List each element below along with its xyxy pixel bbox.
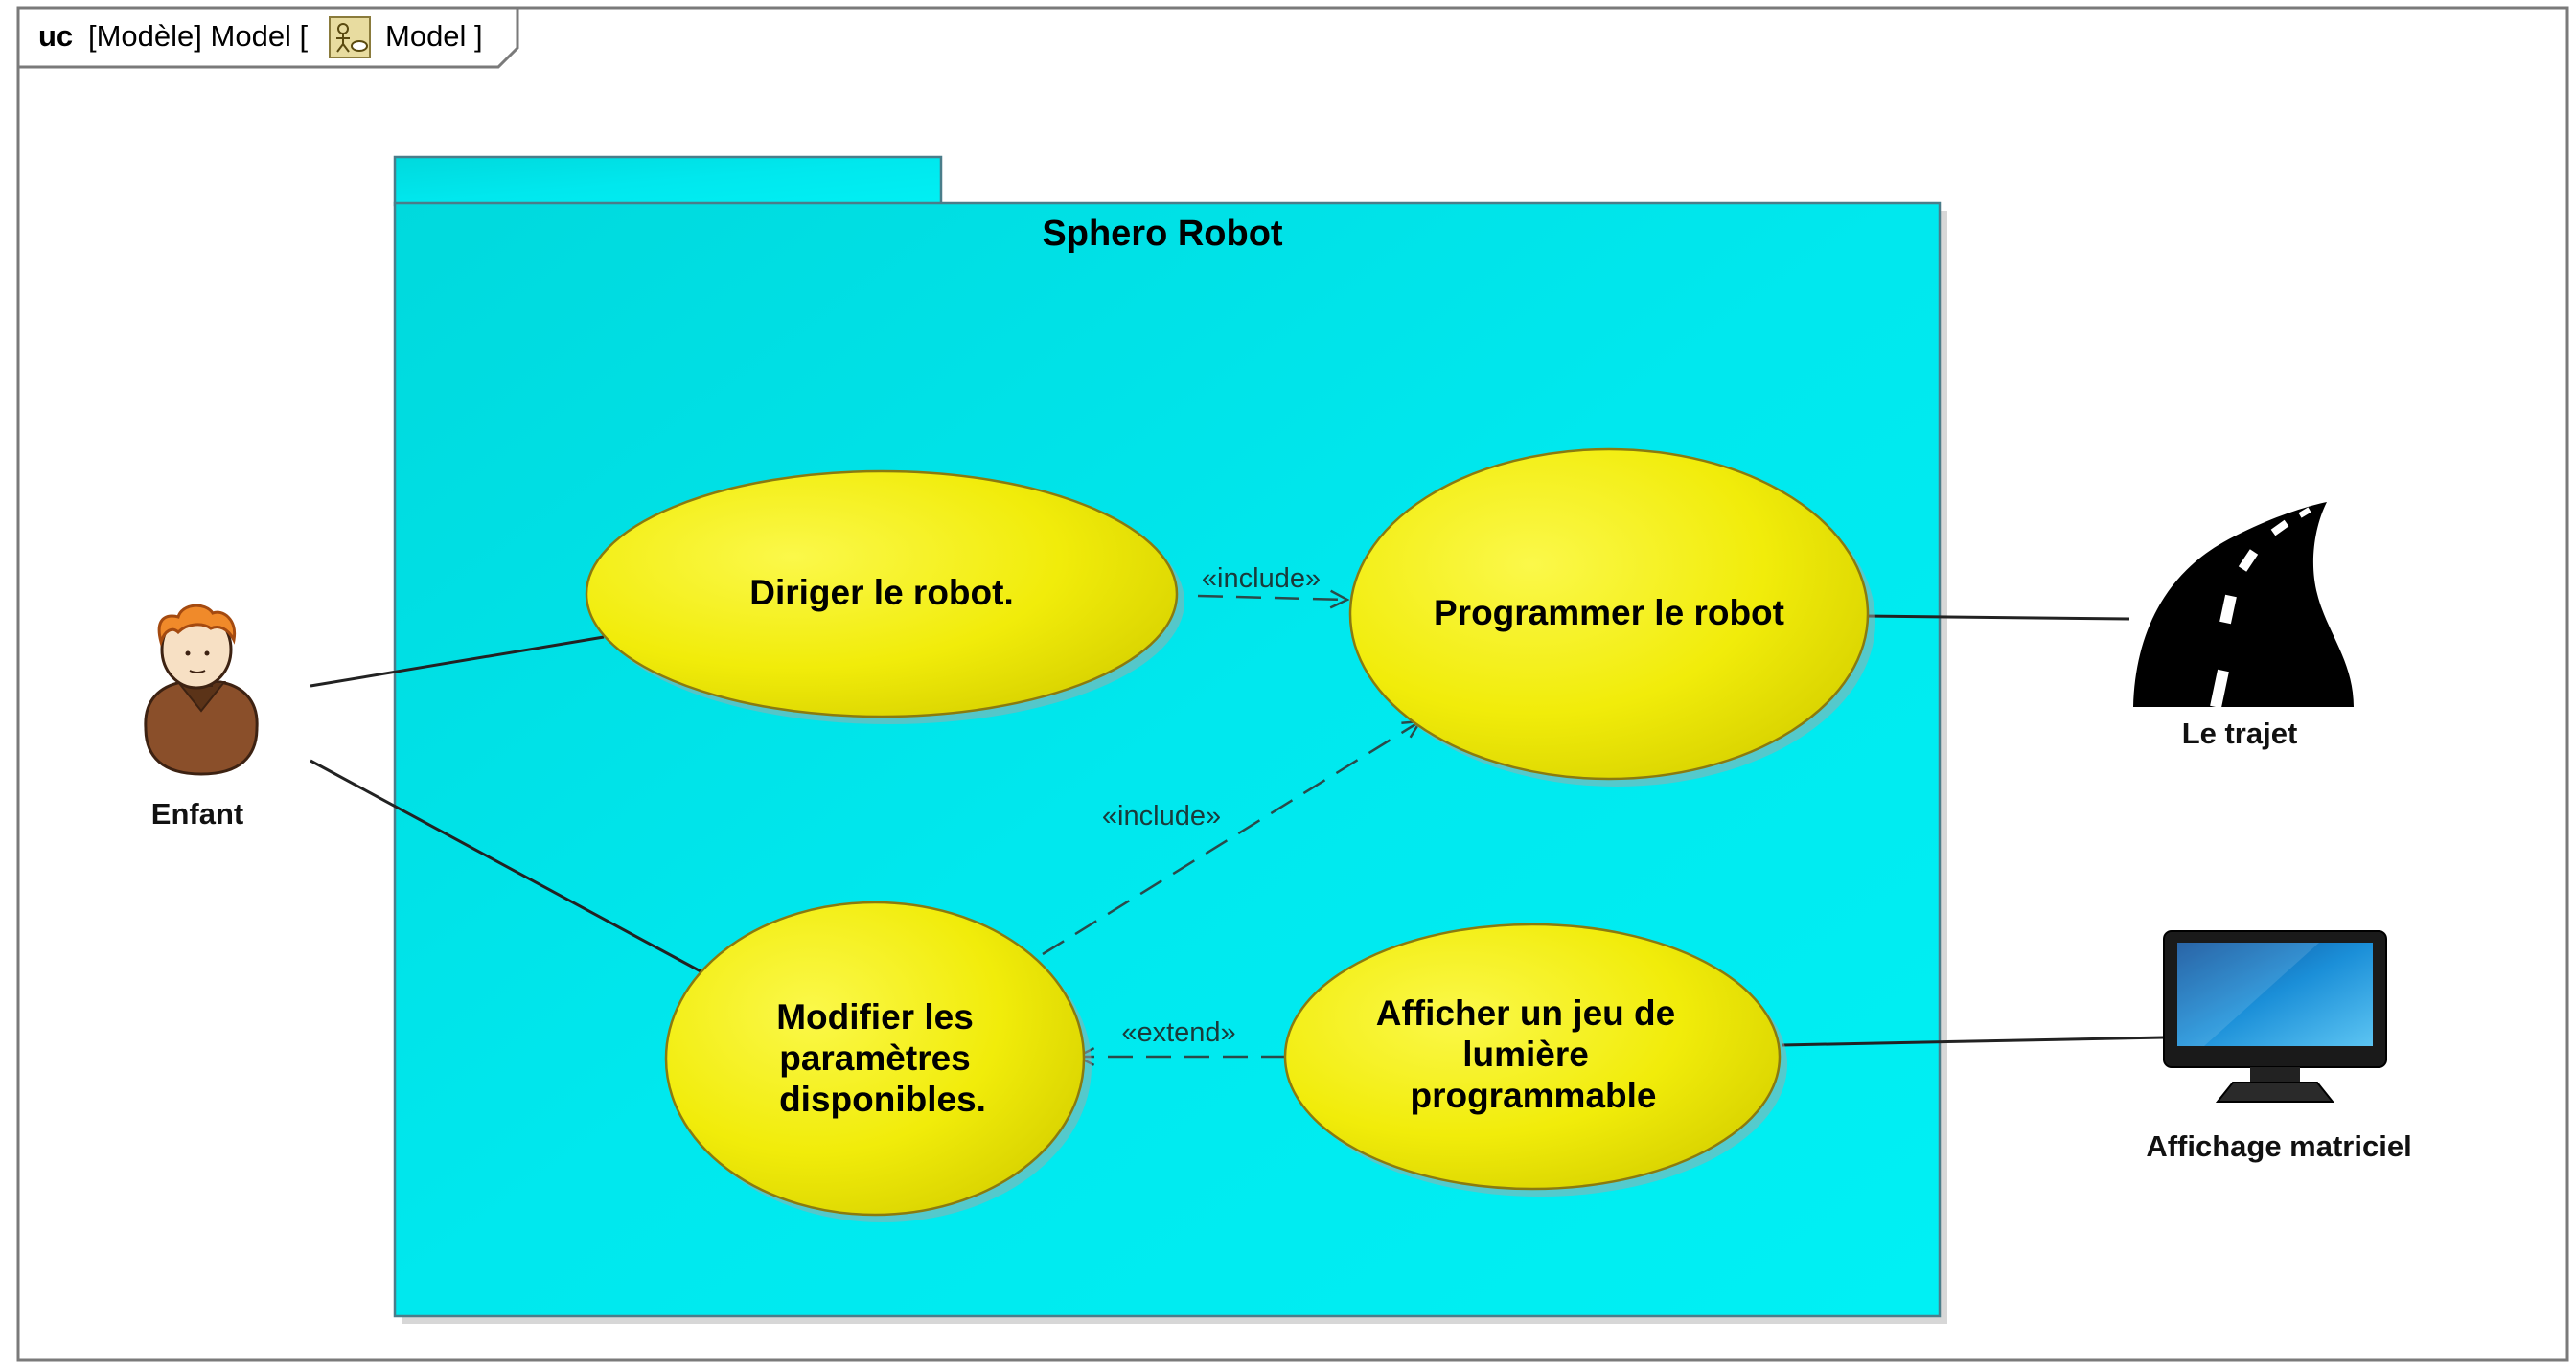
use-case-afficher[interactable]: Afficher un jeu de lumière programmable <box>1283 923 1787 1197</box>
use-case-label-line-2: paramètres <box>779 1038 971 1078</box>
association-afficher-affichage[interactable] <box>1781 1036 2165 1047</box>
use-case-label: Programmer le robot <box>1434 593 1784 632</box>
frame-header: uc [Modèle] Model [ Model ] <box>38 16 483 58</box>
actor-trajet[interactable]: Le trajet <box>2133 502 2354 750</box>
road-icon <box>2133 502 2354 709</box>
actor-name: Enfant <box>151 797 243 831</box>
use-case-diriger[interactable]: Diriger le robot. <box>585 469 1184 724</box>
association-enfant-modifier[interactable] <box>310 759 703 974</box>
use-case-modifier[interactable]: Modifier les paramètres disponibles. <box>664 901 1092 1222</box>
dependencies: «include» «include» «extend» <box>1042 563 1420 1057</box>
use-case-label-line-2: lumière <box>1462 1035 1589 1074</box>
monitor-icon <box>2163 930 2387 1103</box>
actor-enfant[interactable]: Enfant <box>144 604 259 831</box>
extend-label: «extend» <box>1121 1017 1235 1048</box>
association-programmer-trajet[interactable] <box>1863 614 2130 621</box>
actor-name: Le trajet <box>2182 717 2298 750</box>
use-case-label-line-1: Modifier les <box>776 997 974 1037</box>
include-label-2: «include» <box>1102 801 1221 832</box>
use-case-label-line-3: programmable <box>1410 1076 1656 1115</box>
frame-title-prefix: [Modèle] Model [ <box>88 19 309 53</box>
include-diriger-programmer[interactable] <box>1197 596 1347 600</box>
include-modifier-programmer[interactable] <box>1042 721 1420 956</box>
actor-name: Affichage matriciel <box>2146 1129 2411 1163</box>
use-case-diagram-icon <box>329 16 371 58</box>
use-case-label: Diriger le robot. <box>749 573 1013 612</box>
frame-diagram-name: Model ] <box>385 19 483 53</box>
child-person-icon <box>144 604 259 776</box>
use-case-label-line-3: disponibles. <box>779 1080 986 1119</box>
system-name: Sphero Robot <box>1042 214 1283 254</box>
use-case-programmer[interactable]: Programmer le robot <box>1348 447 1875 787</box>
association-enfant-diriger[interactable] <box>310 635 605 688</box>
include-label-1: «include» <box>1202 563 1321 594</box>
diagram-frame <box>16 6 2569 1362</box>
frame-keyword: uc <box>38 19 73 53</box>
use-case-label-line-1: Afficher un jeu de <box>1376 993 1675 1033</box>
associations <box>310 614 2165 1047</box>
actor-affichage[interactable]: Affichage matriciel <box>2146 930 2412 1163</box>
